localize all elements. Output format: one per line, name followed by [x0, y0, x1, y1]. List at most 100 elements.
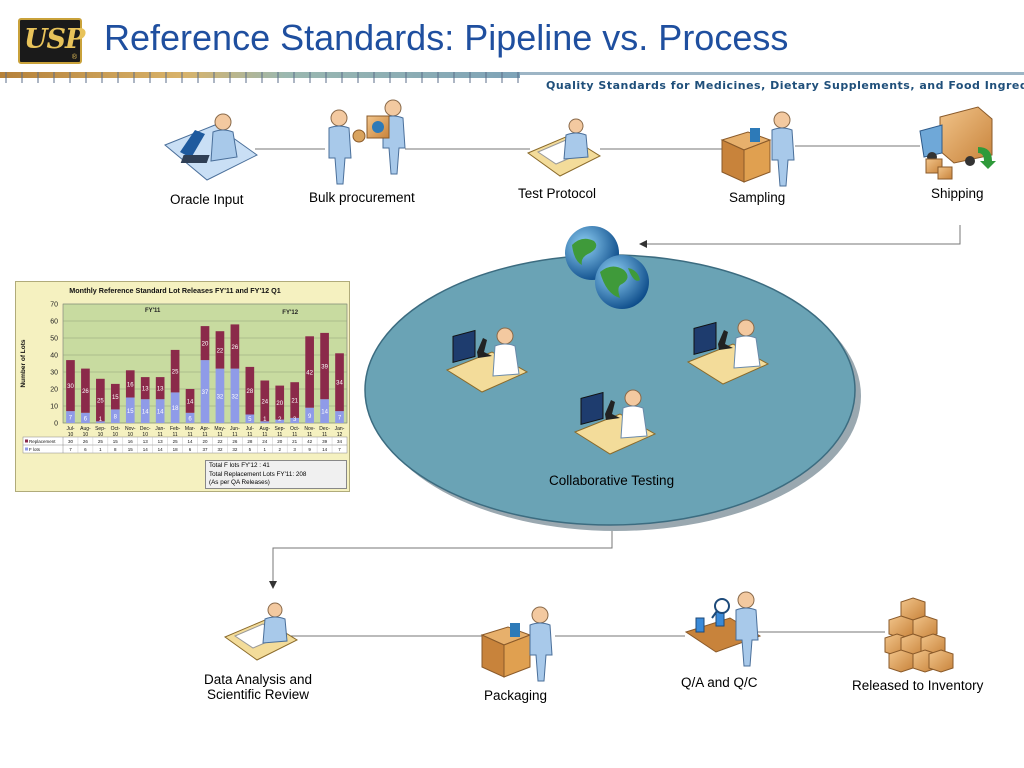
label-bulk-procurement: Bulk procurement: [309, 190, 415, 205]
logo-text: USP: [24, 24, 85, 55]
label-qa-qc: Q/A and Q/C: [681, 675, 758, 690]
chart-x-tick-label: 10: [113, 432, 119, 438]
table-cell-f-lots: 7: [338, 447, 341, 452]
table-cell-replacement: 13: [143, 439, 149, 444]
bar-f-lots: [200, 360, 210, 423]
bar-f-lots-data-label: 7: [338, 416, 342, 422]
chart-x-tick-label: 10: [68, 432, 74, 438]
globe-icon: [565, 226, 649, 309]
bar-replacement: [140, 377, 150, 400]
bar-replacement-data-label: 28: [246, 389, 253, 395]
table-cell-f-lots: 8: [114, 447, 117, 452]
bar-replacement: [170, 349, 180, 393]
bar-f-lots: [110, 409, 120, 423]
table-cell-replacement: 13: [158, 439, 164, 444]
table-cell-replacement: 28: [247, 439, 253, 444]
chart-y-axis-label: Number of Lots: [20, 339, 27, 387]
oracle-input-icon: [164, 113, 258, 181]
chart-x-tick-label: Aug-: [80, 426, 91, 432]
chart-x-tick-label: 11: [262, 432, 267, 438]
chart-x-tick-label: 11: [232, 432, 237, 438]
chart-x-tick-label: 12: [337, 432, 343, 438]
chart-x-tick-label: 11: [247, 432, 252, 438]
label-test-protocol: Test Protocol: [518, 186, 597, 201]
bar-f-lots-data-label: 3: [293, 417, 297, 423]
bar-replacement-data-label: 30: [67, 384, 74, 390]
label-packaging: Packaging: [484, 688, 548, 703]
bar-replacement: [335, 353, 344, 412]
bar-f-lots: [170, 392, 180, 423]
chart-x-tick-label: 11: [277, 432, 282, 438]
bar-replacement: [245, 366, 255, 415]
table-cell-f-lots: 32: [232, 447, 238, 452]
label-data-analysis-line2: Scientific Review: [206, 687, 310, 702]
chart-x-tick-label: 11: [202, 432, 207, 438]
table-cell-replacement: 16: [128, 439, 134, 444]
packaging-icon: [480, 606, 553, 682]
chart-x-tick-label: 10: [127, 432, 133, 438]
connector-testing-analysis: [269, 527, 613, 589]
chart-x-tick-label: 10: [83, 432, 89, 438]
bar-f-lots: [66, 411, 75, 423]
label-oracle-input: Oracle Input: [170, 192, 244, 207]
bar-replacement-data-label: 21: [291, 399, 298, 405]
table-cell-replacement: 30: [68, 439, 74, 444]
table-cell-f-lots: 14: [143, 447, 149, 452]
table-cell-replacement: 26: [232, 439, 238, 444]
bar-replacement: [305, 336, 314, 408]
page-title: Reference Standards: Pipeline vs. Proces…: [104, 17, 789, 58]
legend-swatch-replacement: [25, 439, 28, 443]
lab-workstation-icon-3: [573, 389, 657, 455]
chart-x-tick-label: Jul-: [246, 426, 254, 432]
table-cell-replacement: 25: [98, 439, 104, 444]
bar-replacement-data-label: 13: [142, 387, 149, 393]
chart-x-tick-label: 11: [158, 432, 163, 438]
bar-replacement-data-label: 42: [306, 371, 313, 377]
bar-f-lots-data-label: 37: [202, 390, 209, 396]
table-cell-f-lots: 3: [293, 447, 296, 452]
bar-f-lots-data-label: 1: [99, 417, 103, 423]
chart-note-line1: Total F lots FY'12 : 41: [209, 462, 270, 469]
chart-y-tick-label: 20: [50, 387, 58, 394]
label-collaborative-testing: Collaborative Testing: [549, 473, 675, 488]
chart-x-tick-label: Apr-: [200, 426, 210, 432]
bar-replacement-data-label: 20: [276, 401, 283, 407]
bar-replacement: [290, 382, 300, 418]
chart-y-tick-label: 30: [50, 370, 58, 377]
label-shipping: Shipping: [931, 186, 984, 201]
table-cell-replacement: 14: [188, 439, 194, 444]
chart-x-tick-label: May-: [214, 426, 225, 432]
chart-y-tick-label: 10: [50, 404, 58, 411]
bar-replacement: [200, 326, 210, 361]
lab-workstation-icon-1: [445, 327, 529, 393]
table-cell-f-lots: 2: [278, 447, 281, 452]
bar-f-lots-data-label: 14: [142, 410, 149, 416]
bar-replacement: [215, 331, 225, 369]
bar-f-lots-data-label: 1: [263, 417, 267, 423]
chart-title: Monthly Reference Standard Lot Releases …: [69, 286, 281, 295]
table-cell-f-lots: 14: [322, 447, 328, 452]
table-cell-f-lots: 9: [308, 447, 311, 452]
bar-replacement: [96, 378, 105, 422]
table-cell-f-lots: 18: [173, 447, 179, 452]
chart-x-tick-label: 11: [292, 432, 297, 438]
bar-f-lots: [320, 399, 329, 423]
bar-replacement-data-label: 25: [172, 370, 179, 376]
table-cell-replacement: 24: [262, 439, 268, 444]
bar-f-lots-data-label: 6: [188, 416, 192, 422]
bar-replacement: [185, 389, 195, 413]
bar-f-lots: [275, 419, 285, 423]
bar-replacement-data-label: 13: [157, 387, 164, 393]
bar-replacement: [81, 368, 90, 413]
bar-f-lots-data-label: 9: [308, 414, 312, 420]
qa-qc-icon: [684, 591, 762, 667]
chart-x-tick-label: Oct-: [290, 426, 300, 432]
legend-label-f-lots: F lots: [29, 447, 41, 452]
bar-replacement-data-label: 20: [202, 342, 209, 348]
bar-f-lots: [305, 407, 314, 423]
bar-f-lots: [335, 411, 344, 423]
bar-f-lots-data-label: 32: [232, 394, 239, 400]
chart-x-tick-label: 11: [187, 432, 192, 438]
bar-f-lots: [260, 421, 270, 423]
